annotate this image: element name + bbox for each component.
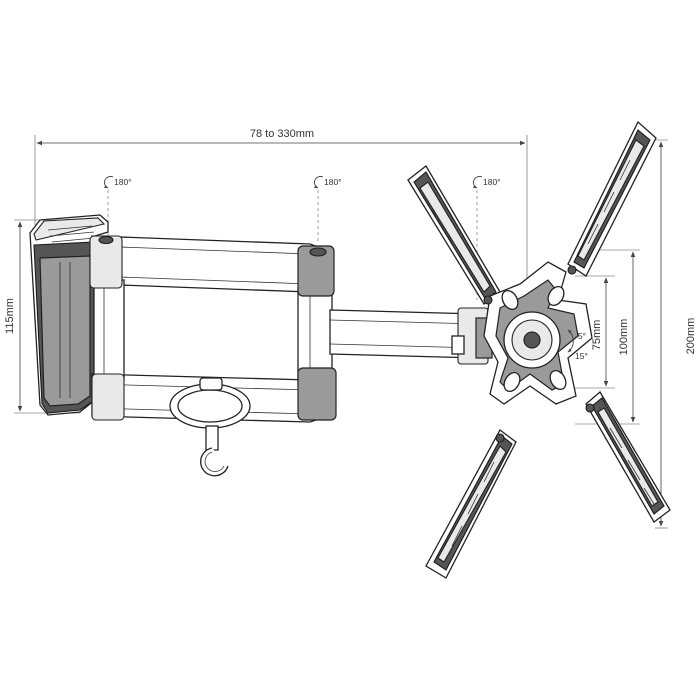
bracket-lower-right [585,391,671,523]
tilt-indicator: -5° 15° [567,329,588,361]
vesa-200-dimension: 200mm [648,139,697,529]
rotate-arrow-icon [104,176,114,189]
bracket-lower-left [425,429,517,579]
wall-height-label: 115mm [4,298,16,334]
vesa-100-label: 100mm [618,319,630,356]
tilt-arrow-icon [567,329,574,353]
outer-arm [329,307,493,365]
rotation-label-2: 180° [324,177,342,187]
bracket-upper-right [567,120,657,277]
vesa-75-label: 75mm [591,320,603,351]
bracket-upper-left [407,165,501,305]
inner-arm [89,235,337,423]
vesa-100-dimension: 100mm [575,249,640,425]
rotation-label-1: 180° [114,177,132,187]
tilt-down-label: 15° [575,351,588,361]
vesa-200-label: 200mm [685,318,697,355]
tilt-up-label: -5° [575,331,586,341]
wall-plate [29,214,109,416]
vesa-75-dimension: 75mm [575,275,615,389]
width-dimension: 78 to 330mm [34,128,528,300]
vesa-head [407,120,671,579]
rotate-arrow-icon [473,176,483,189]
width-range-label: 78 to 330mm [250,128,314,140]
cable-clip [169,377,251,477]
rotation-label-3: 180° [483,177,501,187]
rotate-arrow-icon [314,176,324,189]
rotation-joint-2: 180° [314,176,342,244]
